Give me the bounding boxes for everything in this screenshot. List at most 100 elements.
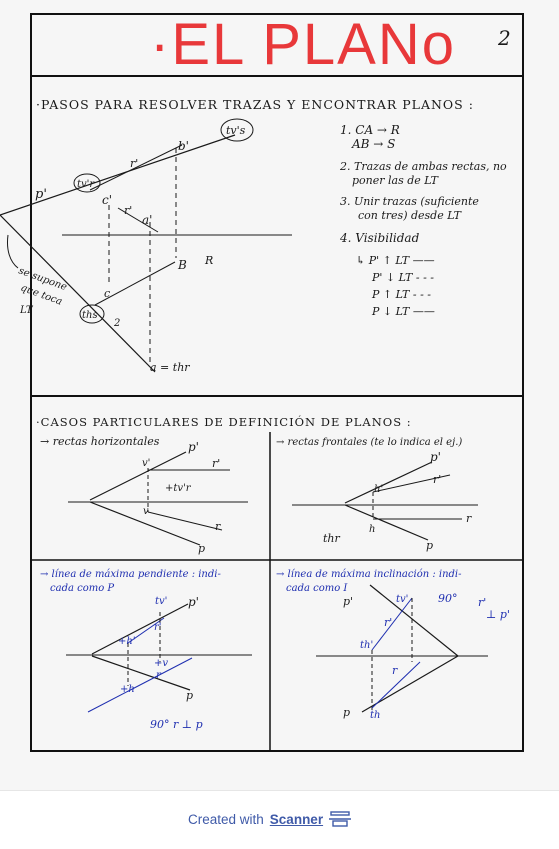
q3-plane-trace-h xyxy=(91,655,191,691)
q3-line-r-prime xyxy=(127,617,165,644)
q4-label-90: 90° xyxy=(438,592,458,605)
q4-label-th: th xyxy=(370,710,380,721)
q4-label-tv-prime: tv' xyxy=(396,594,408,605)
footer-brand: Scanner xyxy=(269,811,324,827)
q1-label-v: v xyxy=(143,506,149,517)
visibility-3: P ↑ LT - - - xyxy=(371,288,431,301)
section1-heading: ·PASOS PARA RESOLVER TRAZAS Y ENCONTRAR … xyxy=(36,97,474,112)
label-b-prime: b' xyxy=(178,139,189,153)
q3-label-p: p xyxy=(186,689,193,702)
label-tv-r: tv'r xyxy=(77,179,95,190)
q4-label-perp-p-prime: ⊥ p' xyxy=(486,608,510,621)
label-th-s: ths xyxy=(82,310,98,321)
q1-plane-trace-h xyxy=(89,501,201,546)
label-a-prime: a' xyxy=(142,213,152,227)
q2-label-h: h xyxy=(369,524,375,535)
page-frame xyxy=(30,13,524,752)
q1-label-tv: +tv'r xyxy=(165,483,192,494)
visibility-1: ↳ P' ↑ LT —— xyxy=(356,254,435,267)
th-s-circle xyxy=(79,304,105,324)
q4-title-line-2: cada como I xyxy=(286,583,348,594)
q4-label-p: p xyxy=(343,706,350,719)
q1-label-r-prime: r' xyxy=(212,457,220,470)
step-1-line-1: 1. CA → R xyxy=(340,123,400,137)
q2-diagram xyxy=(292,461,478,541)
line-s xyxy=(94,261,176,306)
tv-r-circle xyxy=(73,173,101,193)
traces-diagram xyxy=(0,118,292,373)
q3-line-r xyxy=(87,657,193,713)
step-1-line-2: AB → S xyxy=(351,137,395,151)
q2-label-th-r: thr xyxy=(323,532,341,545)
q4-label-th-prime: th' xyxy=(360,640,373,651)
q3-label-perpendicular: 90° r ⊥ p xyxy=(150,718,203,731)
scanner-icon xyxy=(329,811,352,827)
q2-label-r: r xyxy=(466,512,472,525)
q1-diagram xyxy=(68,451,248,546)
q4-label-r-prime-right: r' xyxy=(478,596,486,609)
label-r-prime-2: r' xyxy=(124,204,132,217)
q1-label-v-prime: v' xyxy=(142,458,150,469)
q1-plane-trace-v xyxy=(89,451,187,501)
q1-label-r: r xyxy=(215,520,221,533)
label-a-th-r: a = thr xyxy=(150,361,190,374)
q3-label-r-prime: r' xyxy=(154,622,162,633)
visibility-2: P' ↓ LT - - - xyxy=(371,271,434,284)
note-lt: LT xyxy=(19,305,34,316)
q1-label-p-prime: p' xyxy=(188,440,199,454)
section2-heading: ·CASOS PARTICULARES DE DEFINICIÓN DE PLA… xyxy=(36,415,412,429)
q3-plane-trace-v xyxy=(91,603,189,655)
visibility-4: P ↓ LT —— xyxy=(371,305,435,318)
label-c-prime: c' xyxy=(102,193,112,207)
tv-s-circle xyxy=(220,118,254,142)
q3-label-v: +v xyxy=(154,658,168,669)
q3-label-tv-prime: tv' xyxy=(155,596,167,607)
page-number: 2 xyxy=(497,26,511,50)
steps-list: 1. CA → R AB → S 2. Trazas de ambas rect… xyxy=(339,123,507,318)
q4-diagram xyxy=(316,584,488,713)
q2-plane-trace-h xyxy=(344,504,429,541)
q1-title: → rectas horizontales xyxy=(40,435,160,448)
line-r-prime xyxy=(89,144,183,191)
label-p-prime: p' xyxy=(35,187,47,202)
q2-plane-trace-v xyxy=(344,461,433,504)
label-c: c xyxy=(104,287,110,300)
label-tv-s: tv's xyxy=(226,124,246,137)
note-arrow xyxy=(7,234,19,269)
created-with-scanner-link[interactable]: Created with Scanner xyxy=(188,811,352,827)
step-4: 4. Visibilidad xyxy=(339,231,420,245)
q2-label-h-prime: h' xyxy=(374,484,383,495)
plane-vertical-trace xyxy=(0,134,236,216)
scanned-page: ·EL PLANo 2 ·PASOS PARA RESOLVER TRAZAS … xyxy=(0,12,524,752)
q2-line-r-prime xyxy=(372,474,451,493)
q3-title-line-2: cada como P xyxy=(50,583,114,594)
label-r-prime: r' xyxy=(130,157,138,170)
q1-line-r xyxy=(147,511,223,531)
q3-diagram xyxy=(66,603,252,713)
label-b: B xyxy=(177,258,187,272)
q4-label-r-prime: r' xyxy=(384,616,392,629)
q4-label-p-prime: p' xyxy=(343,595,353,608)
q3-label-h-prime: +h' xyxy=(118,636,136,647)
q4-label-r: r xyxy=(392,664,398,677)
traces-diagram-labels: tv's b' r' p' tv'r c' r' a' B R c ths 2 … xyxy=(17,124,246,374)
q1-label-p: p xyxy=(198,542,205,555)
footer-bar: Created with Scanner xyxy=(0,790,559,849)
q4-title-line-1: → línea de máxima inclinación : indi- xyxy=(276,569,462,580)
step-2-line-1: 2. Trazas de ambas rectas, no xyxy=(339,160,507,173)
q4-line-r-prime xyxy=(371,597,413,651)
notes-drawing: ·EL PLANo 2 ·PASOS PARA RESOLVER TRAZAS … xyxy=(0,12,524,752)
plane-horizontal-trace xyxy=(0,214,156,373)
footer-prefix: Created with xyxy=(188,811,264,827)
q4-plane-trace-v xyxy=(369,584,459,657)
q3-label-p-prime: p' xyxy=(188,595,199,609)
q4-line-r xyxy=(371,661,421,709)
step-3-line-2: con tres) desde LT xyxy=(358,209,463,222)
line-s-prime xyxy=(117,207,159,233)
label-r: R xyxy=(204,254,213,267)
step-3-line-1: 3. Unir trazas (suficiente xyxy=(340,195,479,208)
label-r-low: 2 xyxy=(113,318,120,329)
q3-title-line-1: → línea de máxima pendiente : indi- xyxy=(40,569,221,580)
q2-title: → rectas frontales (te lo indica el ej.) xyxy=(276,437,462,448)
q2-label-p: p xyxy=(426,539,433,552)
